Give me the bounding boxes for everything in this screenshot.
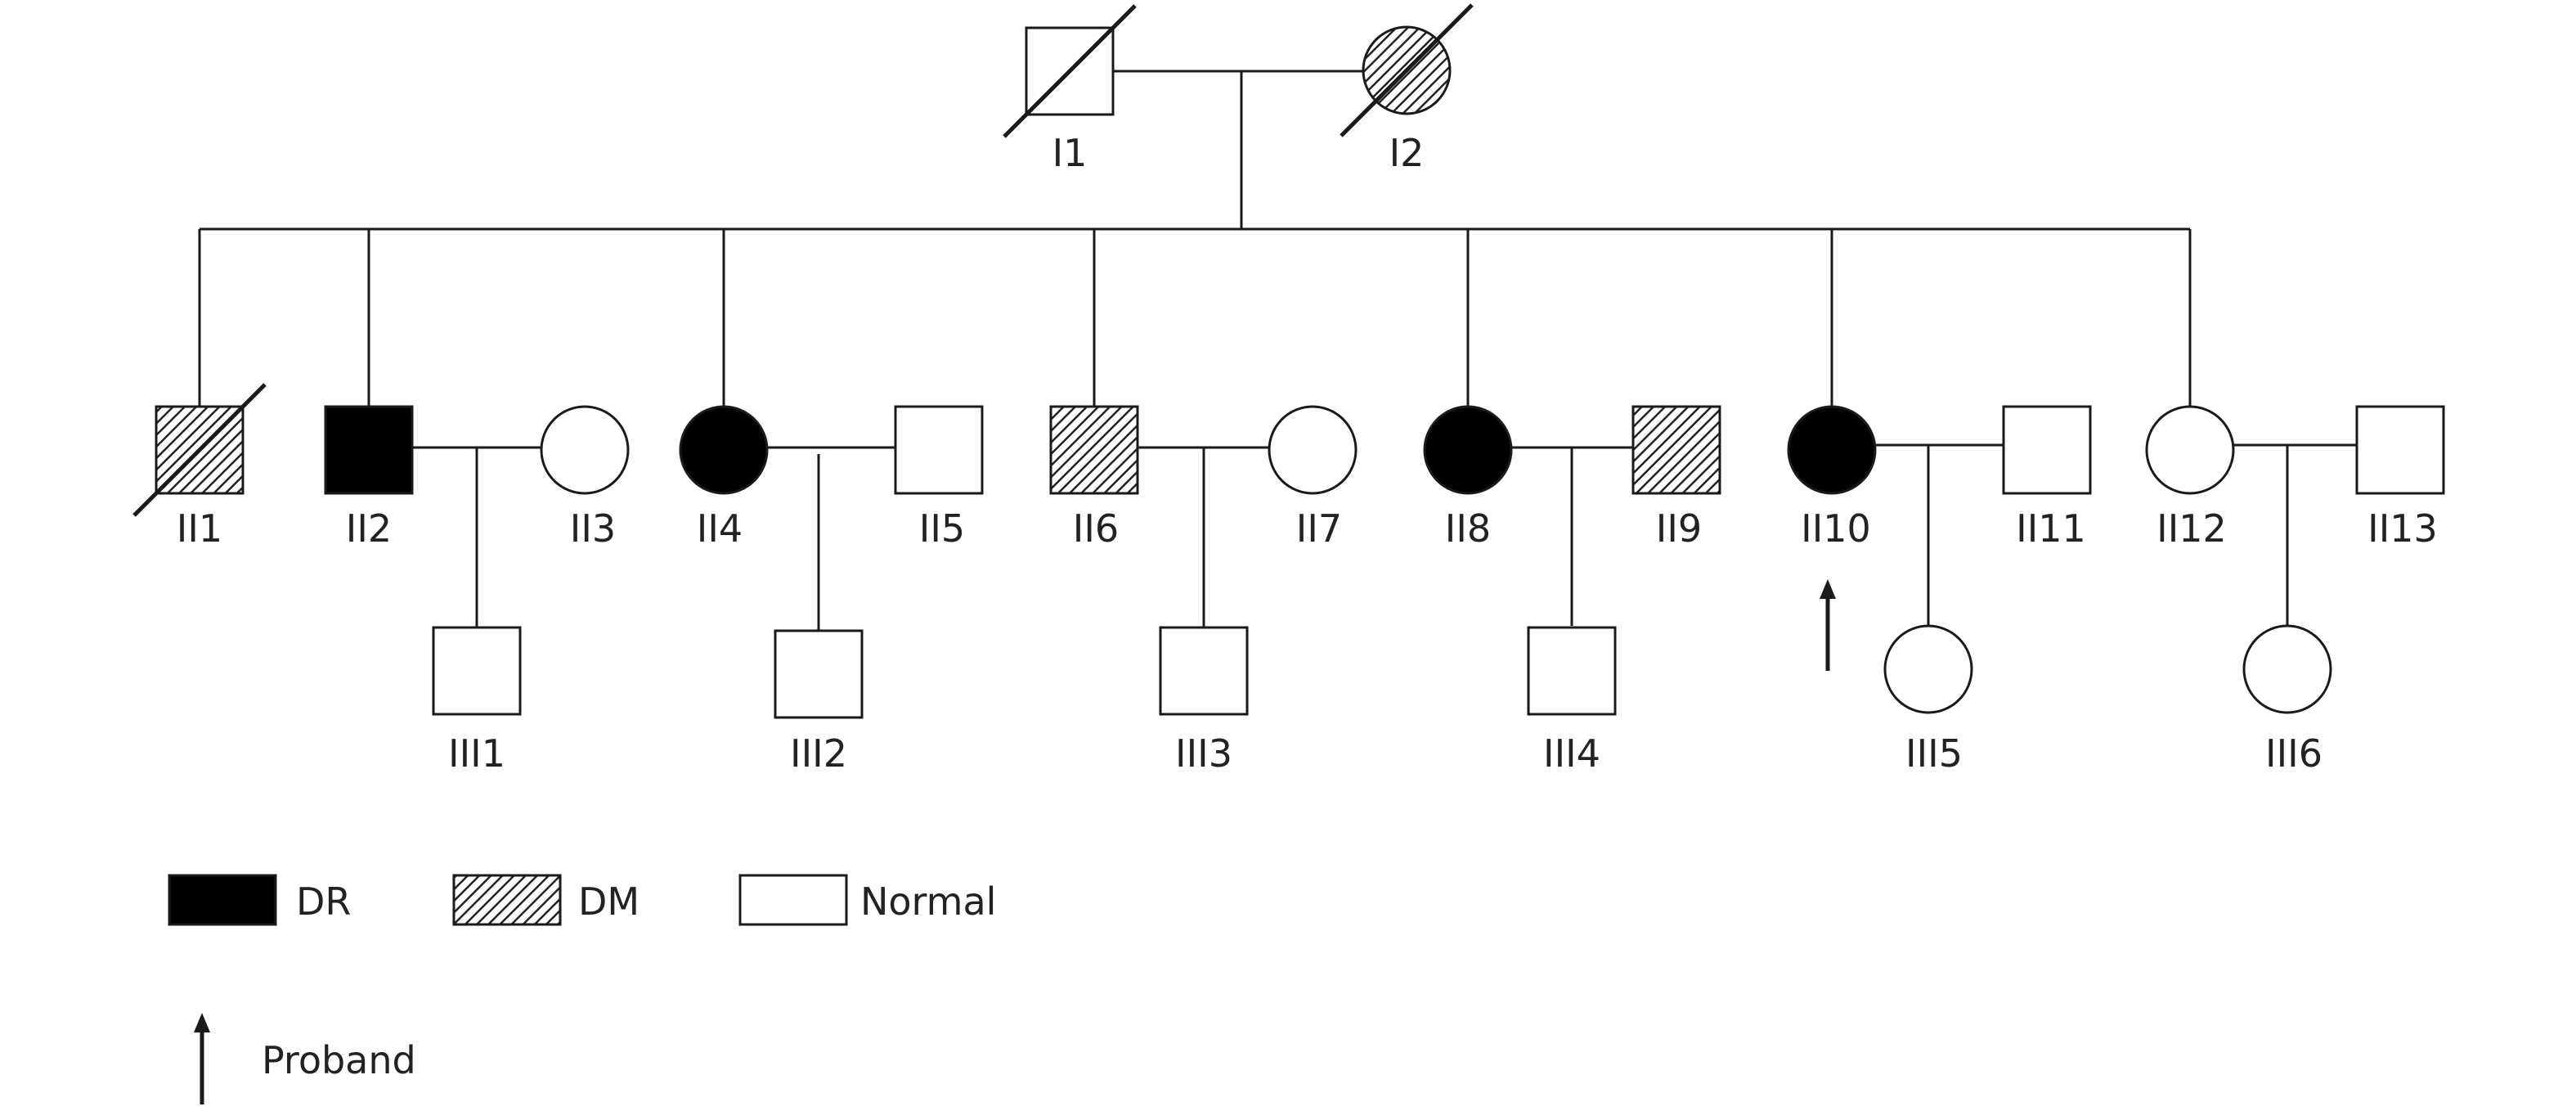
label-ii4: II4 [697, 506, 743, 551]
label-i1: I1 [1052, 131, 1088, 175]
male-square-ii6 [1049, 405, 1139, 495]
individual-ii8: II8 [1423, 405, 1513, 551]
male-square-ii2 [324, 405, 414, 495]
individual-ii9: II9 [1631, 405, 1721, 551]
individual-ii13: II13 [2355, 405, 2445, 551]
label-iii3: III3 [1175, 731, 1232, 776]
label-i2: I2 [1389, 131, 1425, 175]
legend-proband-arrow [194, 1013, 210, 1104]
label-ii3: II3 [570, 506, 616, 551]
legend: DR DM Normal Proband [168, 874, 996, 1104]
individual-ii4: II4 [679, 405, 769, 551]
individual-ii10: II10 [1787, 405, 1877, 671]
legend-proband-label: Proband [262, 1038, 416, 1082]
label-iii5: III5 [1905, 731, 1963, 776]
male-square-iii1 [432, 626, 522, 716]
legend-dm-label: DM [578, 879, 640, 924]
individual-ii2: II2 [324, 405, 414, 551]
female-circle-ii8 [1423, 405, 1513, 495]
label-ii12: II12 [2156, 506, 2227, 551]
label-ii9: II9 [1656, 506, 1702, 551]
individual-i2: I2 [1340, 3, 1474, 175]
label-iii2: III2 [790, 731, 847, 776]
male-square-iii2 [774, 629, 864, 719]
deceased-slash-ii1 [132, 383, 267, 517]
label-ii2: II2 [346, 506, 392, 551]
female-circle-ii10 [1787, 405, 1877, 495]
individual-iii6: III6 [2242, 624, 2332, 776]
female-circle-iii5 [1883, 624, 1973, 714]
label-ii5: II5 [919, 506, 965, 551]
label-ii1: II1 [177, 506, 222, 551]
individual-iii1: III1 [432, 626, 522, 776]
individual-iii3: III3 [1159, 626, 1249, 776]
individual-ii12: II12 [2145, 405, 2235, 551]
individual-ii3: II3 [540, 405, 630, 551]
individual-ii5: II5 [894, 405, 984, 551]
individual-iii2: III2 [774, 629, 864, 776]
deceased-slash-i2 [1340, 3, 1474, 137]
label-iii1: III1 [448, 731, 505, 776]
female-circle-ii4 [679, 405, 769, 495]
legend-dr-label: DR [296, 879, 351, 924]
label-ii13: II13 [2367, 506, 2438, 551]
legend-dr-swatch [168, 874, 277, 926]
label-ii7: II7 [1296, 506, 1342, 551]
label-ii6: II6 [1073, 506, 1119, 551]
individual-iii4: III4 [1527, 626, 1617, 776]
individual-ii7: II7 [1268, 405, 1358, 551]
legend-dm-swatch [452, 874, 562, 926]
legend-normal-swatch [738, 874, 848, 926]
label-iii4: III4 [1543, 731, 1600, 776]
individual-iii5: III5 [1883, 624, 1973, 776]
legend-normal-label: Normal [860, 879, 996, 924]
male-square-ii13 [2355, 405, 2445, 495]
label-ii10: II10 [1801, 506, 1871, 551]
male-square-ii5 [894, 405, 984, 495]
label-ii11: II11 [2016, 506, 2086, 551]
female-circle-iii6 [2242, 624, 2332, 714]
male-square-iii4 [1527, 626, 1617, 716]
proband-arrow-icon [1820, 579, 1836, 671]
female-circle-ii12 [2145, 405, 2235, 495]
label-ii8: II8 [1445, 506, 1491, 551]
individual-ii11: II11 [2002, 405, 2092, 551]
female-circle-ii3 [540, 405, 630, 495]
male-square-ii11 [2002, 405, 2092, 495]
deceased-slash-i1 [1003, 4, 1137, 138]
label-iii6: III6 [2265, 731, 2322, 776]
individual-i1: I1 [1003, 4, 1137, 175]
male-square-ii9 [1631, 405, 1721, 495]
female-circle-ii7 [1268, 405, 1358, 495]
individual-ii1: II1 [132, 383, 267, 551]
pedigree-connectors [198, 70, 2358, 632]
male-square-iii3 [1159, 626, 1249, 716]
individual-ii6: II6 [1049, 405, 1139, 551]
